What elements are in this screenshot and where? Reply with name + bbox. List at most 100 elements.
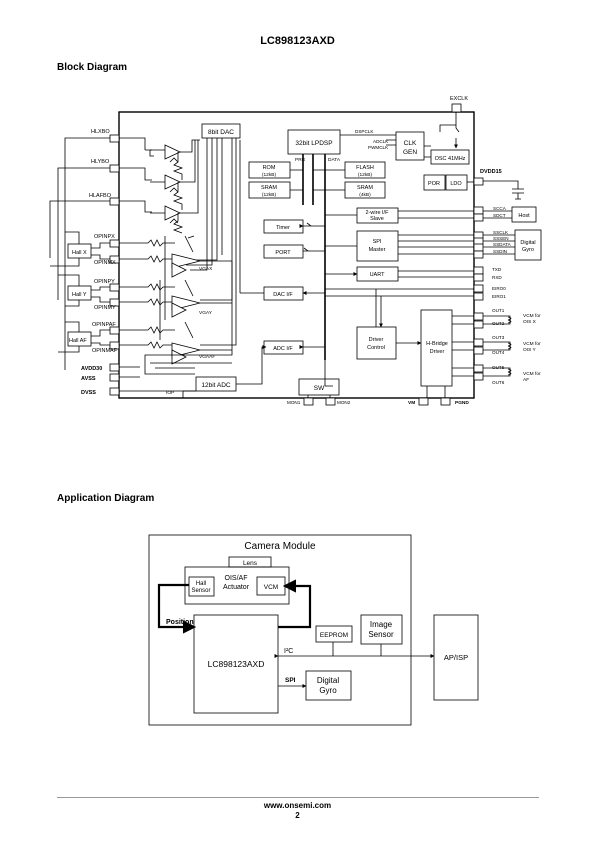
label-eiro0: EIRO0 — [492, 286, 506, 291]
pin-opinpx — [109, 239, 120, 248]
label-scca: SCCA — [493, 206, 507, 211]
label-out6: OUT6 — [492, 380, 505, 385]
label-avss: AVSS — [81, 376, 96, 382]
pin-hlxbo — [109, 134, 120, 143]
label-dvdd15: DVDD15 — [480, 169, 502, 175]
label-gyro-app: Gyro — [319, 686, 337, 695]
application-diagram — [148, 534, 479, 726]
sw-box — [298, 378, 340, 396]
label-ssdin: SSDIN — [493, 249, 507, 254]
label-spi: SPI — [373, 239, 382, 245]
label-iop: IOP — [166, 390, 174, 396]
label-sw: SW — [314, 385, 325, 392]
label-rom: ROM — [263, 165, 276, 171]
label-out4: OUT4 — [492, 350, 505, 355]
label-digital: Digital — [317, 676, 339, 685]
application-diagram-heading: Application Diagram — [57, 493, 155, 504]
label-sram2: SRAM — [357, 185, 373, 191]
pin-mon1 — [303, 397, 314, 406]
label-exclk: EXCLK — [450, 96, 468, 102]
por-box — [423, 174, 446, 191]
label-vcm-af-af: AF — [523, 377, 529, 383]
hall-x-box — [67, 243, 92, 259]
label-hall-af: Hall AF — [69, 338, 87, 344]
label-prg: PRG — [295, 157, 306, 163]
block-diagram-heading: Block Diagram — [57, 62, 128, 73]
label-hlxbo: HLXBO — [91, 129, 110, 135]
label-rxd: RXD — [492, 275, 502, 280]
label-hall-x: Hall X — [72, 250, 87, 256]
label-sensor: Sensor — [191, 588, 210, 594]
chip-box — [193, 614, 279, 714]
label-ois-af: OIS/AF — [225, 575, 248, 582]
label-sssen: SSSEN — [493, 236, 509, 241]
label-port: PORT — [275, 250, 291, 256]
label-out2: OUT2 — [492, 321, 505, 326]
label-pgnd: PGND — [455, 400, 469, 406]
page-number: 2 — [295, 811, 300, 820]
label-out5: OUT5 — [492, 365, 505, 370]
hbridge-box — [420, 309, 453, 387]
label-vcm-y: VCM for — [523, 341, 541, 347]
port-box — [263, 244, 304, 259]
label-vcm: VCM — [264, 584, 278, 591]
label-ap-isp: AP/ISP — [444, 653, 468, 662]
label-clk: CLK — [404, 140, 417, 147]
driver-control-box — [356, 326, 397, 360]
hall-bias-drivers — [119, 137, 200, 234]
page-title: LC898123AXD — [260, 35, 335, 47]
label-vcm-x: VCM for — [523, 313, 541, 319]
hall-y-box — [67, 285, 92, 301]
pin-exclk — [451, 103, 462, 113]
label-adclk: ADCLK — [373, 139, 389, 144]
input-amplifiers — [119, 235, 232, 365]
label-gen: GEN — [403, 149, 417, 156]
label-vcm-af: VCM for — [523, 371, 541, 377]
label-chip: LC898123AXD — [208, 659, 265, 669]
pin-mon2 — [325, 397, 336, 406]
twowire-box — [356, 207, 399, 224]
label-flash: FLASH — [356, 165, 374, 171]
pin-opinpy — [109, 283, 120, 292]
digital-gyro-box — [514, 229, 542, 261]
label-hbridge: H-Bridge — [426, 341, 448, 347]
host-box — [511, 206, 537, 223]
label-sram1-size: (12kB) — [262, 192, 277, 198]
pin-dvss — [109, 387, 120, 396]
label-host: Host — [518, 213, 530, 219]
label-vcm-y-ois: OIS Y — [523, 347, 537, 353]
label-opinmy: OPINMY — [94, 305, 116, 311]
label-pwmclk: PWMCLK — [368, 145, 389, 150]
label-vcm-x-ois: OIS X — [523, 319, 537, 325]
label-lpdsp: 32bit LPDSP — [295, 140, 332, 147]
label-ssdata: SSDATA — [493, 242, 512, 247]
label-driver: Driver — [369, 337, 384, 343]
label-timer: Timer — [276, 225, 290, 231]
dac8-box — [201, 123, 241, 139]
pin-hlafbo — [109, 197, 120, 206]
footer-url: www.onsemi.com — [263, 801, 332, 810]
label-out3: OUT3 — [492, 335, 505, 340]
label-vm: VM — [408, 400, 415, 406]
application-labels: Camera Module Lens OIS/AF Actuator Hall … — [166, 541, 468, 695]
label-sram2-size: (4kB) — [359, 192, 371, 198]
label-vgax: VGAX — [199, 266, 213, 272]
label-out1: OUT1 — [492, 308, 505, 313]
pin-dvdd15 — [473, 177, 484, 186]
pin-opinmaf — [109, 341, 120, 350]
pin-opinpaf — [109, 326, 120, 335]
label-opinpy: OPINPY — [94, 279, 115, 285]
label-opinmaf: OPINMAF — [92, 348, 118, 354]
image-sensor-box — [360, 614, 403, 645]
label-dspclk: DSPCLK — [355, 129, 374, 134]
pin-hlybo — [109, 164, 120, 173]
label-dacif: DAC I/F — [273, 292, 293, 298]
label-vgaaf: VGAAF — [199, 354, 215, 360]
label-ldo: LDO — [450, 181, 462, 187]
hall-af-box — [67, 331, 92, 347]
label-image-sensor: Sensor — [368, 630, 394, 639]
label-osc: OSC 41MHz — [435, 156, 466, 162]
label-ssclk: SSCLK — [493, 230, 509, 235]
right-pins — [473, 206, 484, 381]
